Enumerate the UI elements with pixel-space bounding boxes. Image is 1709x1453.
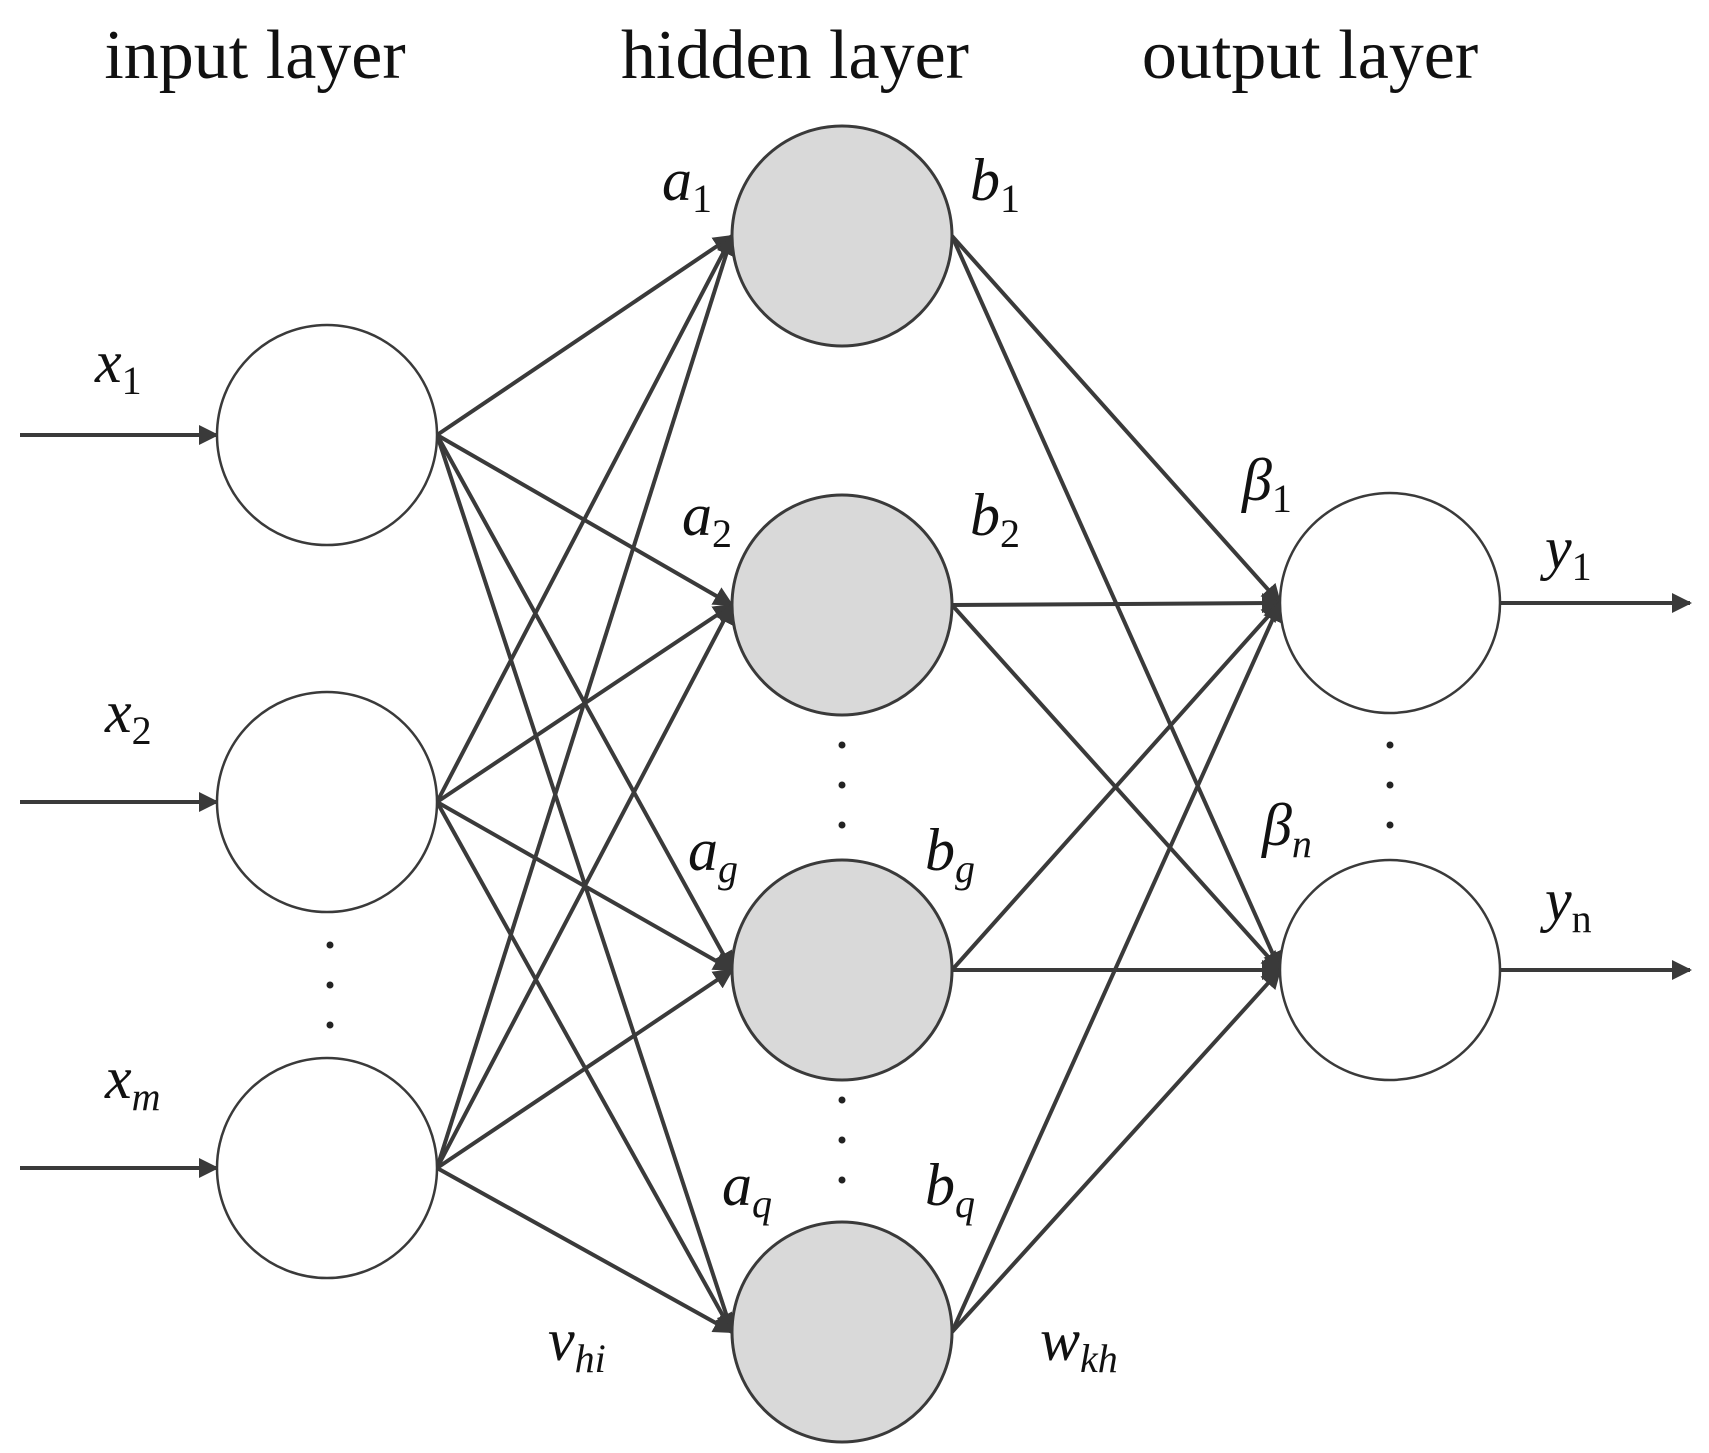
- weight-label-wkh: wkh: [1040, 1307, 1118, 1381]
- input-label-1: x1: [94, 329, 142, 403]
- edge-input2-hidden1: [435, 234, 734, 803]
- input-node-2: [215, 690, 439, 914]
- hidden-node-2: [730, 493, 954, 717]
- output-node-1: [1278, 491, 1502, 715]
- input-layer-title: input layer: [104, 17, 405, 94]
- edge-input3-hidden2: [435, 603, 734, 1169]
- output-ellipsis: [1386, 741, 1394, 829]
- hidden-output-label-g: bg: [925, 817, 975, 891]
- edge-hidden4-output2: [950, 968, 1282, 1334]
- hidden-node-4: [730, 1220, 954, 1444]
- input-node-1: [215, 323, 439, 547]
- weight-label-vhi: vhi: [548, 1307, 606, 1381]
- hidden-node-3: [730, 858, 954, 1082]
- edge-hidden1-output1: [950, 234, 1282, 605]
- edge-input3-hidden3: [435, 968, 734, 1170]
- input-node-3: [215, 1056, 439, 1280]
- hidden-input-label-2: a2: [682, 482, 732, 556]
- hidden-output-label-q: bq: [925, 1152, 975, 1226]
- hidden-ellipsis-upper: [838, 741, 846, 829]
- edge-input1-hidden1: [435, 234, 734, 437]
- hidden-layer-title: hidden layer: [621, 17, 969, 94]
- input-label-m: xm: [104, 1045, 161, 1119]
- edge-hidden4-output1: [950, 601, 1282, 1333]
- input-ellipsis: [326, 941, 334, 1029]
- edge-hidden2-output1: [951, 593, 1282, 614]
- edge-hidden3-output1: [950, 601, 1282, 972]
- output-layer-title: output layer: [1142, 17, 1478, 94]
- hidden-output-label-1: b1: [970, 147, 1020, 221]
- output-label-1: y1: [1539, 515, 1592, 589]
- hidden-input-label-1: a1: [662, 147, 712, 221]
- edge-input3-hidden1: [435, 234, 737, 1169]
- output-label-n: yn: [1539, 867, 1592, 941]
- output-input-label-1: β1: [1241, 447, 1292, 521]
- hidden-ellipsis-lower: [838, 1096, 846, 1184]
- output-node-2: [1278, 858, 1502, 1082]
- connections: [20, 234, 1692, 1334]
- hidden-node-1: [730, 124, 954, 348]
- edge-input3-hidden4: [436, 1166, 734, 1334]
- hidden-input-label-g: ag: [688, 817, 738, 891]
- input-label-2: x2: [104, 679, 152, 753]
- nodes: [215, 124, 1502, 1444]
- output-input-label-n: βn: [1261, 792, 1312, 866]
- hidden-input-label-q: aq: [722, 1152, 772, 1226]
- hidden-output-label-2: b2: [970, 482, 1020, 556]
